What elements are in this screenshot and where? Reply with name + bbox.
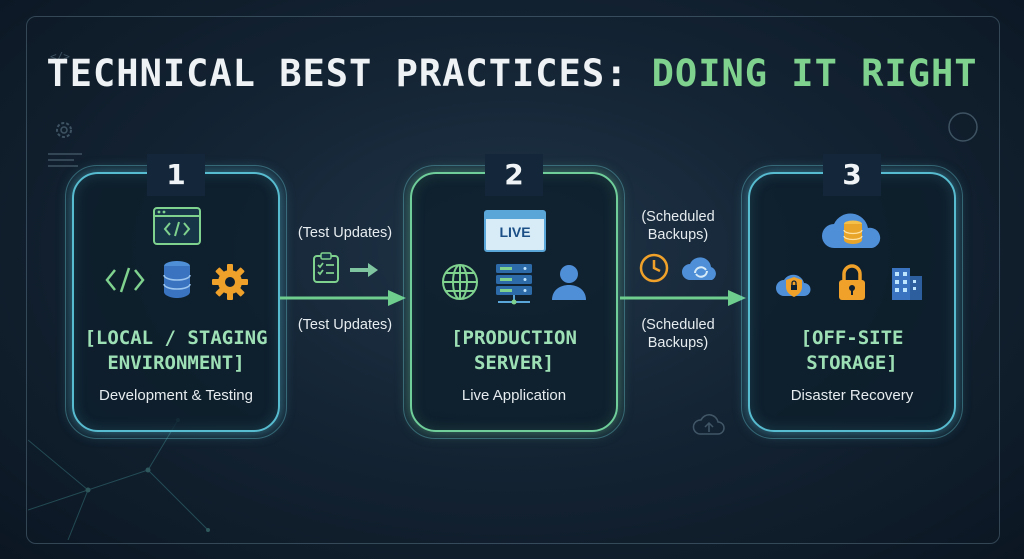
clock-icon — [639, 253, 669, 283]
user-icon — [552, 265, 586, 300]
ring-icon — [946, 110, 980, 144]
padlock-icon — [839, 264, 865, 300]
browser-code-icon — [153, 207, 201, 245]
step-subtitle: Live Application — [461, 387, 567, 404]
cloud-sync-icon — [682, 257, 716, 280]
live-badge: LIVE — [484, 210, 546, 252]
connector-label-top: (Scheduled Backups) — [641, 209, 715, 243]
menu-lines-icon — [48, 152, 82, 168]
arrow-right-icon — [350, 263, 378, 277]
connector-arrow — [280, 290, 406, 306]
page-title: TECHNICAL BEST PRACTICES: DOING IT RIGHT — [0, 52, 1024, 95]
step-heading: [PRODUCTION SERVER] — [451, 327, 577, 374]
connector-label-bottom: (Test Updates) — [297, 317, 393, 333]
checklist-icon — [313, 252, 339, 283]
code-tag-icon: </> — [50, 50, 70, 63]
step-heading: [OFF-SITE STORAGE] — [800, 327, 904, 374]
step-card-local-staging: 1 [LOCAL / STAGING ENVIRONMENT] Developm… — [65, 154, 287, 439]
step-heading: [LOCAL / STAGING ENVIRONMENT] — [84, 327, 268, 374]
connector-arrow — [620, 290, 746, 306]
cloud-database-icon — [822, 213, 881, 248]
step-number: 3 — [823, 154, 881, 196]
connector-label-top: (Test Updates) — [297, 225, 393, 241]
network-lines-icon — [28, 400, 228, 540]
outer-frame — [26, 16, 1000, 544]
cloud-upload-icon — [692, 412, 726, 438]
gear-icon — [212, 264, 248, 300]
step-card-production-server: 2 LIVE [PRODUCTION SERVER] Live Applicat… — [403, 154, 625, 439]
step-subtitle: Disaster Recovery — [790, 387, 914, 404]
step-number: 1 — [147, 154, 205, 196]
title-part2: DOING IT RIGHT — [651, 52, 978, 95]
building-icon — [892, 268, 922, 300]
code-brackets-icon — [105, 267, 145, 293]
connector-label-bottom: (Scheduled Backups) — [641, 317, 715, 351]
database-icon — [163, 261, 191, 298]
step-card-off-site-storage: 3 [OFF-SITE STORAGE] Disaster Recovery — [741, 154, 963, 439]
server-rack-icon — [496, 264, 532, 305]
step-subtitle: Development & Testing — [99, 387, 253, 404]
globe-icon — [442, 264, 478, 300]
shield-lock-icon — [776, 274, 811, 297]
gear-icon — [52, 118, 76, 142]
title-part1: TECHNICAL BEST PRACTICES: — [46, 52, 629, 95]
step-number: 2 — [485, 154, 543, 196]
